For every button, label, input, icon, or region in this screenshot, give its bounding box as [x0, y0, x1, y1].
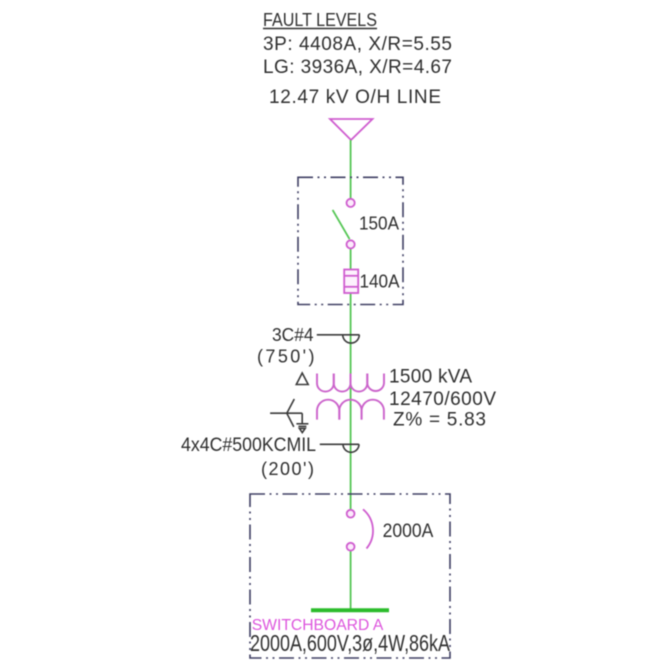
svg-text:SWITCHBOARD A: SWITCHBOARD A [252, 617, 384, 634]
svg-text:Z% = 5.83: Z% = 5.83 [393, 410, 486, 431]
svg-text:3P: 4408A, X/R=5.55: 3P: 4408A, X/R=5.55 [263, 34, 452, 55]
svg-text:12.47 kV O/H LINE: 12.47 kV O/H LINE [269, 87, 441, 108]
svg-text:3C#4: 3C#4 [272, 325, 314, 345]
svg-text:(200'): (200') [261, 459, 314, 479]
svg-text:150A: 150A [359, 214, 399, 234]
svg-text:12470/600V: 12470/600V [389, 389, 496, 410]
svg-text:4x4C#500KCMIL: 4x4C#500KCMIL [181, 435, 316, 456]
svg-text:LG: 3936A, X/R=4.67: LG: 3936A, X/R=4.67 [263, 57, 452, 78]
svg-text:140A: 140A [360, 271, 400, 291]
svg-text:1500 kVA: 1500 kVA [389, 367, 472, 388]
svg-text:(750'): (750') [257, 347, 315, 367]
svg-text:FAULT LEVELS: FAULT LEVELS [263, 9, 377, 30]
svg-text:2000A: 2000A [383, 521, 434, 542]
svg-text:2000A,600V,3ø,4W,86kA: 2000A,600V,3ø,4W,86kA [250, 630, 450, 656]
